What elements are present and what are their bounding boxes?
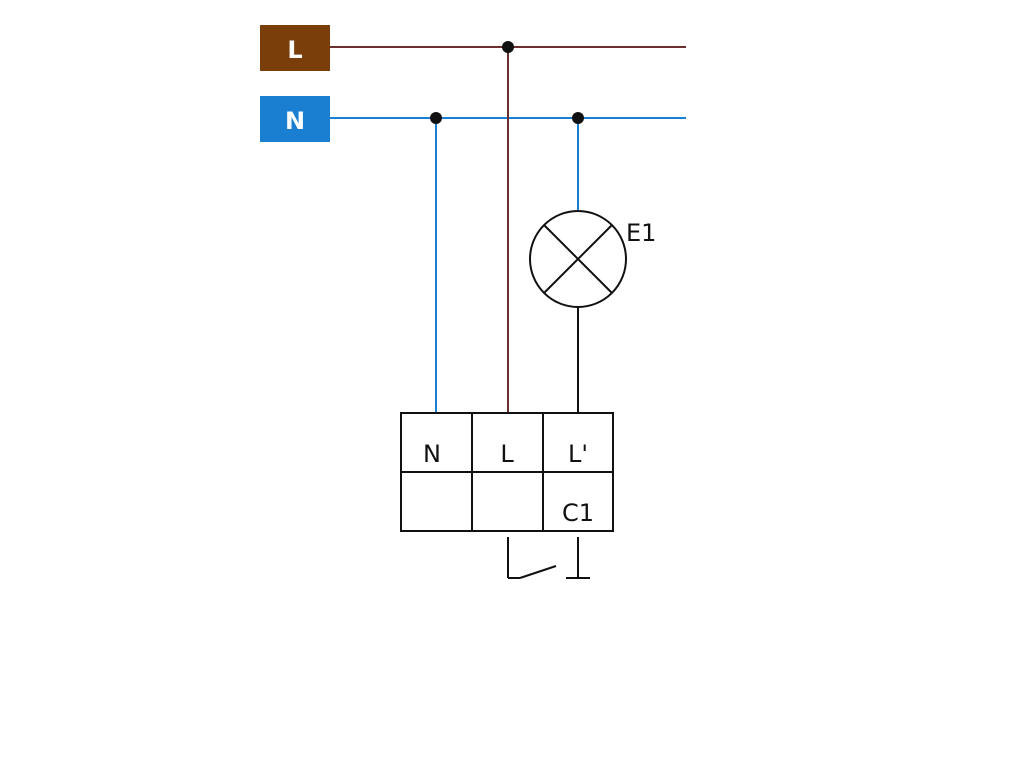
terminal-l-prime-label: L': [568, 440, 588, 468]
terminal-l-label: L: [500, 440, 514, 468]
neutral-tag-box: [260, 96, 330, 142]
terminal-c1-label: C1: [562, 499, 594, 527]
lamp-junction-dot: [572, 112, 584, 124]
lamp-symbol: [529, 210, 627, 308]
live-tag-label: L: [287, 36, 302, 64]
lamp-label: E1: [626, 219, 656, 247]
terminal-n-label: N: [423, 440, 441, 468]
live-tag-box: [260, 25, 330, 71]
control-module: [400, 412, 614, 532]
push-switch-symbol: [507, 537, 590, 579]
neutral-tag-label: N: [285, 107, 305, 135]
neutral-junction-dot: [430, 112, 442, 124]
live-junction-dot: [502, 41, 514, 53]
